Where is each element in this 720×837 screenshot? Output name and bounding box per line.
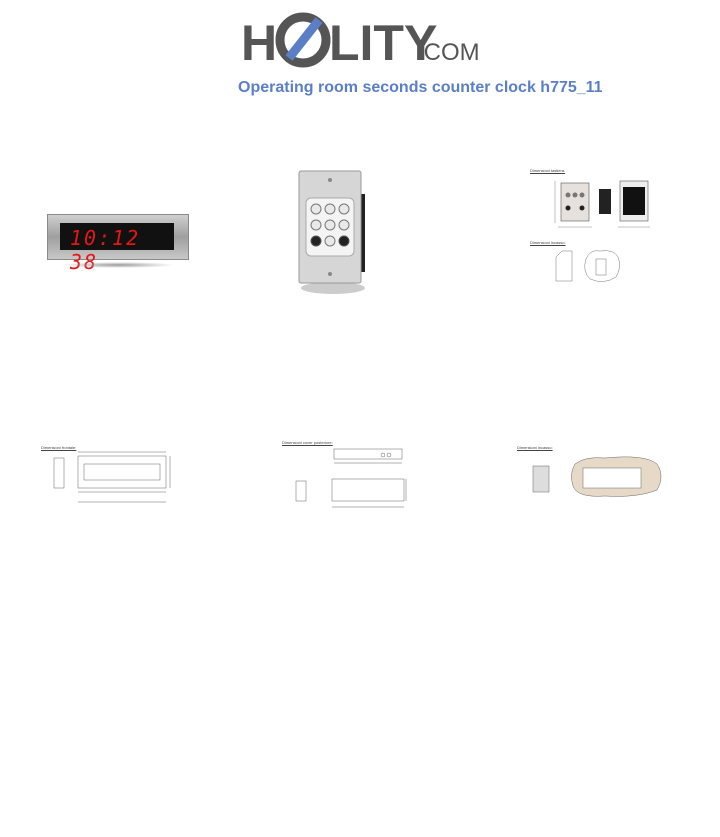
page-title: Operating room seconds counter clock h77…: [238, 79, 603, 96]
cover-dimensions-drawing[interactable]: [290, 445, 420, 515]
logo-com: .COM: [417, 39, 480, 66]
keypad-screw-bottom: [328, 272, 332, 276]
cover-dimensions-label: Dimensioni cover posteriore:: [282, 440, 333, 445]
clock-display: 10:12 38: [60, 223, 174, 274]
keypad-screw-top: [328, 178, 332, 182]
clock-product-image[interactable]: 10:12 38: [47, 214, 189, 274]
recess-dimensions-label: Dimensioni incasso:: [530, 240, 566, 245]
clock-shadow: [60, 262, 175, 268]
frontal-dimensions-label: Dimensioni frontale:: [41, 445, 77, 450]
keypad-dimensions-drawing[interactable]: [528, 175, 668, 295]
logo-o-slash: [285, 17, 323, 61]
logo-h: H: [241, 15, 277, 70]
holity-logo[interactable]: H LITY .COM: [241, 8, 481, 70]
keypad-buttons: [310, 203, 350, 247]
recess-dimensions-label-2: Dimensioni incasso:: [517, 445, 553, 450]
frontal-dimensions-drawing[interactable]: [40, 450, 175, 510]
keypad-shadow: [301, 282, 365, 294]
keypad-product-image[interactable]: [295, 168, 370, 296]
keypad-dimensions-label: Dimensioni tastiera:: [530, 168, 566, 173]
logo-o-ring: [275, 12, 331, 68]
recess-dimensions-drawing[interactable]: [525, 452, 670, 507]
logo-lity: LITY: [329, 15, 437, 70]
